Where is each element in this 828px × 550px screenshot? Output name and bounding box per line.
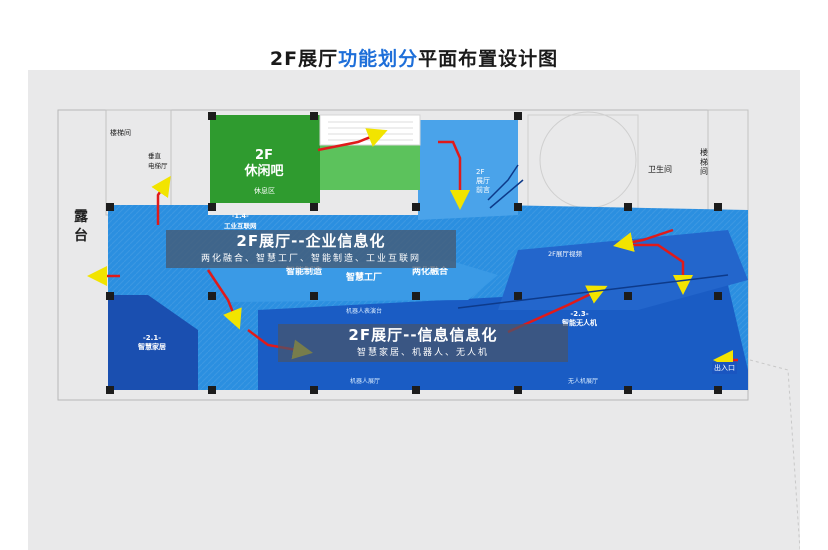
info-banner-title: 2F展厅--信息信息化 (348, 326, 498, 344)
title-suffix: 平面布置设计图 (418, 48, 559, 70)
vertical-elevator-label: 垂直 电梯厅 (148, 152, 168, 170)
terrace-label: 露台 (74, 209, 88, 244)
outside-boundary (749, 359, 800, 550)
front-hall-zone (418, 120, 518, 220)
restroom-label: 卫生间 (648, 165, 672, 174)
zone-smart-factory: 智慧工厂 (346, 273, 383, 283)
visitor-flow (87, 128, 738, 370)
info-banner-sub: 智慧家居、机器人、无人机 (356, 348, 489, 358)
lounge-title: 2F 休闲吧 (244, 148, 284, 179)
zone-uav: -2.3- 智能无人机 (562, 310, 597, 327)
zone-industrial-internet: -1.4- 工业互联网 (224, 212, 257, 230)
page-title: 2F展厅功能划分平面布置设计图 (0, 44, 828, 71)
right-stair-label: 楼梯间 (700, 148, 708, 177)
title-highlight: 功能划分 (338, 48, 419, 70)
enterprise-banner: 2F展厅--企业信息化 两化融合、智慧工厂、智能制造、工业互联网 (166, 230, 456, 268)
columns (106, 112, 722, 394)
lounge-sub: 休息区 (254, 187, 275, 195)
floor-plan-drawing (57, 109, 800, 550)
lounge-zone (210, 115, 320, 203)
smart-home-zone (108, 295, 198, 390)
robot-hall-label: 机器人展厅 (350, 378, 381, 385)
round-structure (539, 111, 637, 209)
center-island (208, 260, 498, 302)
robot-stage-label: 机器人表演台 (346, 308, 383, 315)
entrance-label: 出入口 (712, 362, 737, 374)
zone-smart-manufacturing: 智能制造 (286, 267, 323, 277)
zone-integration: 两化融合 (412, 267, 449, 277)
zone-smart-home: -2.1- 智慧家居 (138, 334, 166, 351)
restroom-outline (527, 114, 639, 211)
floor-plan: 楼梯间 垂直 电梯厅 露台 2F 休闲吧 休息区 2F 展厅 前言 卫生间 楼梯… (28, 70, 800, 550)
enterprise-banner-title: 2F展厅--企业信息化 (236, 232, 386, 250)
hall-front-label: 2F 展厅 前言 (476, 168, 490, 194)
elevator-stair-label: 楼梯间 (110, 129, 131, 137)
lounge-seating (320, 145, 420, 190)
title-prefix: 2F展厅 (269, 48, 339, 70)
uav-hall-label: 无人机展厅 (568, 378, 599, 385)
zone-video: 2F展厅视频 (548, 250, 582, 258)
info-banner: 2F展厅--信息信息化 智慧家居、机器人、无人机 (278, 324, 568, 362)
enterprise-banner-sub: 两化融合、智慧工厂、智能制造、工业互联网 (200, 254, 421, 264)
